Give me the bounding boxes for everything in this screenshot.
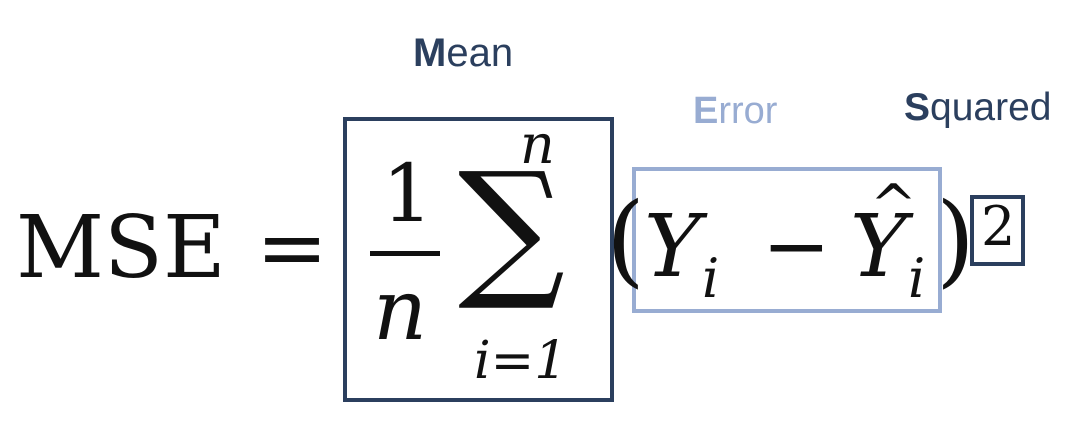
summation-symbol: ∑ — [458, 141, 566, 315]
mean-label-initial: M — [413, 31, 447, 75]
squared-label-rest: quared — [930, 86, 1052, 129]
mean-label: Mean — [413, 33, 513, 73]
fraction-bar — [370, 251, 440, 256]
y-hat-subscript: i — [908, 247, 926, 310]
squared-box — [970, 195, 1025, 266]
fraction-numerator: 1 — [382, 147, 433, 240]
exponent-two: 2 — [981, 195, 1016, 258]
error-label-initial: E — [693, 90, 719, 132]
mse-symbol: MSE — [16, 198, 226, 298]
y-hat-variable: Y — [850, 197, 907, 297]
hat-accent: ^ — [870, 173, 917, 238]
mean-label-rest: ean — [446, 31, 514, 75]
mean-box — [343, 117, 614, 402]
error-box — [632, 167, 942, 313]
y-subscript: i — [702, 247, 720, 310]
open-parenthesis: ( — [606, 181, 646, 298]
squared-label: Squared — [904, 88, 1051, 127]
close-parenthesis: ) — [936, 181, 976, 298]
fraction-denominator: n — [373, 261, 428, 359]
sum-upper-limit: n — [520, 113, 555, 176]
error-label-rest: rror — [718, 90, 778, 132]
squared-label-initial: S — [904, 86, 931, 129]
y-variable: Y — [644, 197, 701, 297]
error-label: Error — [693, 92, 777, 130]
minus-sign: − — [762, 199, 831, 294]
equals-sign: = — [256, 198, 329, 298]
sum-lower-limit: i=1 — [474, 331, 568, 391]
